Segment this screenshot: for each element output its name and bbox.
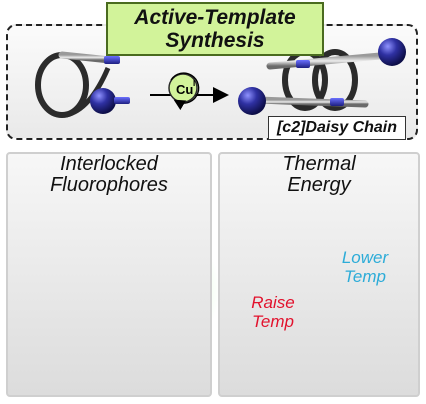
raise-line-2: Temp [252, 312, 294, 331]
fluorophores-title: Interlocked Fluorophores [6, 154, 212, 196]
lower-line-2: Temp [344, 267, 386, 286]
fluorophores-title-line-2: Fluorophores [50, 174, 168, 196]
thermal-title: Thermal Energy [218, 154, 420, 196]
thermal-panel [218, 152, 420, 397]
precursor-molecule [35, 51, 120, 118]
daisy-chain-product [238, 38, 406, 115]
stopper-molecule [90, 88, 130, 114]
title-line-1: Active-Template [134, 6, 296, 29]
catalyst-superscript: I [193, 79, 195, 88]
lower-temp-label: Lower Temp [333, 248, 397, 286]
reaction-arrow: Cu I [150, 72, 229, 111]
raise-temp-label: Raise Temp [241, 293, 305, 331]
thermal-title-line-1: Thermal [282, 153, 356, 175]
raise-line-1: Raise [251, 293, 295, 312]
title-line-2: Synthesis [165, 29, 265, 52]
title-banner: Active-Template Synthesis [106, 2, 324, 56]
product-label: [c2]Daisy Chain [268, 116, 406, 140]
lower-line-1: Lower [341, 248, 389, 267]
fluorophores-title-line-1: Interlocked [60, 153, 158, 175]
catalyst-label: Cu [176, 82, 193, 97]
fluorophores-panel [6, 152, 212, 397]
thermal-title-line-2: Energy [287, 174, 351, 196]
